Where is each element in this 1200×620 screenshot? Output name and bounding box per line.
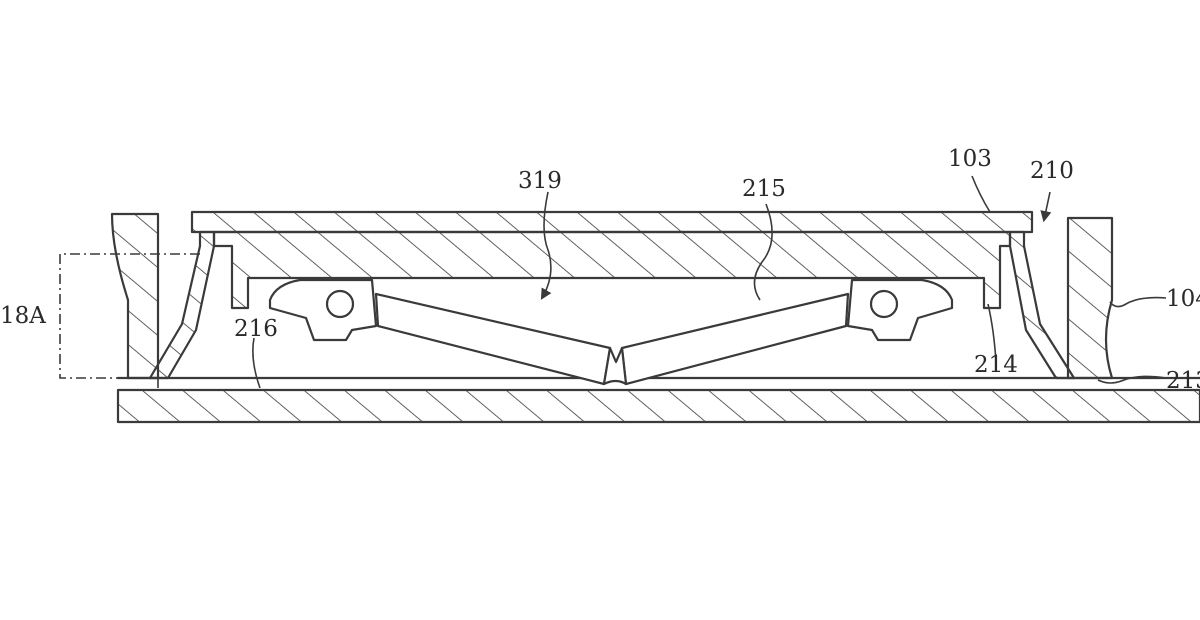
dimension-18A-bracket xyxy=(59,253,200,379)
right-wing xyxy=(620,292,850,386)
label-214: 214 xyxy=(974,352,1018,378)
left-wing xyxy=(374,292,612,386)
leader-319 xyxy=(540,191,552,300)
left-hinge-block xyxy=(268,278,378,342)
label-215: 215 xyxy=(742,176,786,202)
leader-213 xyxy=(1097,375,1167,384)
left-pivot xyxy=(325,289,355,319)
leader-216 xyxy=(252,337,261,389)
leader-215 xyxy=(753,203,773,301)
label-104: 104 xyxy=(1166,286,1200,312)
label-210: 210 xyxy=(1030,158,1074,184)
left-housing-wall xyxy=(110,212,160,380)
right-housing-wall xyxy=(1066,216,1114,380)
leader-103 xyxy=(971,175,991,213)
label-216: 216 xyxy=(234,316,278,342)
membrane-right xyxy=(1008,230,1076,380)
keycap-body xyxy=(212,230,1012,310)
label-18A: 18A xyxy=(0,303,46,329)
keycap-top-plate xyxy=(190,210,1034,234)
leader-104 xyxy=(1109,296,1167,308)
label-319: 319 xyxy=(518,168,562,194)
leader-214 xyxy=(987,303,997,363)
label-103: 103 xyxy=(948,146,992,172)
right-hinge-block xyxy=(846,278,954,342)
label-213: 213 xyxy=(1166,368,1200,394)
right-pivot xyxy=(869,289,899,319)
leader-210 xyxy=(1040,191,1052,223)
base-plate xyxy=(116,388,1200,424)
center-hinge xyxy=(602,346,628,386)
